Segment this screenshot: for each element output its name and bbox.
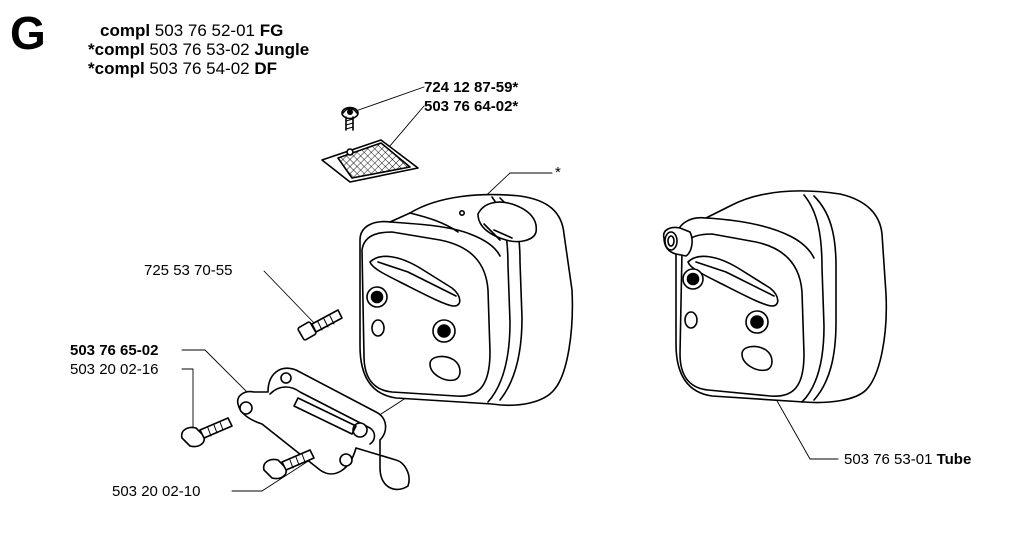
header-line-2-suffix: Jungle (254, 40, 310, 59)
label-bracket: 503 76 65-02 (70, 342, 159, 359)
label-screw-bracket: 503 20 02-16 (70, 361, 159, 378)
header-line-3-prefix: *compl (88, 59, 145, 78)
section-letter: G (10, 7, 46, 59)
label-tube: 503 76 53-01 Tube (844, 451, 971, 468)
top-screw (341, 106, 359, 131)
leader-lines (181, 86, 839, 492)
label-screw-lower: 503 20 02-10 (112, 483, 201, 500)
header-line-3-suffix: DF (254, 59, 278, 78)
header-line-1-part: 503 76 52-01 (154, 21, 255, 40)
header-line-2-prefix: *compl (88, 40, 145, 59)
header-line-3-part: 503 76 54-02 (149, 59, 250, 78)
label-screw-top: 724 12 87-59* (424, 79, 519, 96)
label-screen: 503 76 64-02* (424, 98, 519, 115)
label-tube-name: Tube (936, 451, 972, 468)
bracket-screw-upper (180, 417, 233, 448)
label-tube-part: 503 76 53-01 (844, 451, 933, 468)
spark-screen (321, 139, 419, 183)
header-line-2-part: 503 76 53-02 (149, 40, 250, 59)
bracket (236, 367, 410, 491)
muffler-tube (662, 190, 888, 404)
muffler-bolt (297, 309, 343, 341)
header-line-1: compl 503 76 52-01 FG (100, 21, 283, 40)
header-line-3: *compl 503 76 54-02 DF (88, 59, 277, 78)
muffler-main (359, 193, 574, 407)
label-bolt-upper: 725 53 70-55 (144, 262, 233, 279)
header-line-1-suffix: FG (259, 21, 284, 40)
header-line-2: *compl 503 76 53-02 Jungle (88, 40, 309, 59)
label-asterisk: * (555, 164, 561, 181)
header-line-1-prefix: compl (100, 21, 151, 40)
bracket-screw-lower (262, 449, 315, 480)
